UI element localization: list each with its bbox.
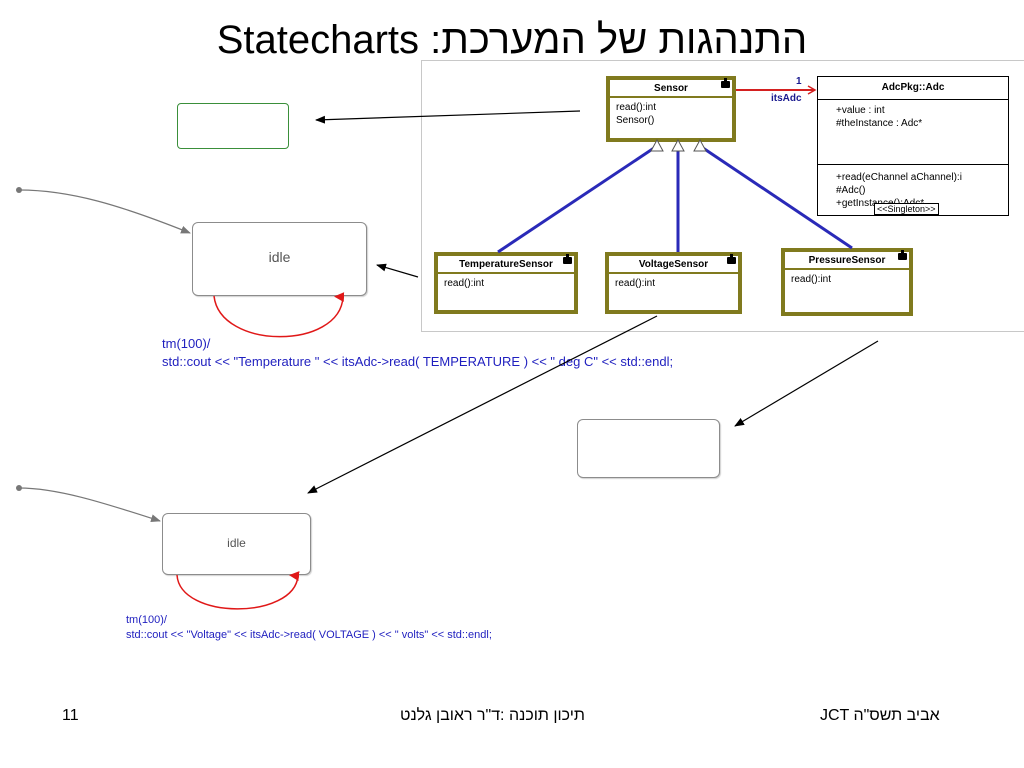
placeholder-box-green — [177, 103, 289, 149]
adc-class-name: AdcPkg::Adc — [818, 77, 1008, 100]
footer-institution: JCT אביב תשס"ה — [820, 707, 940, 724]
association-role: itsAdc — [771, 93, 802, 104]
class-icon — [898, 250, 907, 260]
class-icon — [721, 78, 730, 88]
attribute: #theInstance : Adc* — [836, 118, 923, 129]
state-label: idle — [227, 536, 246, 550]
initial-pseudostate-bottom — [16, 485, 22, 491]
singleton-stereotype: <<Singleton>> — [874, 203, 939, 215]
pressure-sensor-operations: read():int — [785, 270, 909, 289]
pointer-arrow-pressure — [734, 340, 879, 427]
self-transition-bottom — [176, 571, 300, 610]
initial-pseudostate-top — [16, 187, 22, 193]
adc-attributes: +value : int #theInstance : Adc* — [818, 100, 1008, 165]
voltage-transition-action: std::cout << "Voltage" << itsAdc->read( … — [126, 629, 492, 641]
temperature-sensor-class-title: TemperatureSensor — [459, 259, 553, 270]
idle-state-temperature[interactable]: idle — [192, 222, 367, 296]
temperature-sensor-class[interactable]: TemperatureSensor read():int — [434, 252, 578, 314]
page-number: 11 — [62, 707, 79, 724]
pressure-sensor-class-title: PressureSensor — [808, 255, 886, 266]
operation: read():int — [791, 274, 832, 285]
placeholder-box-gray — [577, 419, 720, 478]
temperature-transition-trigger: tm(100)/ — [162, 336, 211, 351]
slide-title: התנהגות של המערכת: Statecharts — [216, 18, 808, 62]
state-label: idle — [268, 249, 291, 265]
operation: Sensor() — [616, 115, 655, 126]
association-multiplicity: 1 — [796, 76, 802, 87]
default-transition-bottom — [18, 487, 161, 523]
operation: read():int — [444, 278, 485, 289]
attribute: +value : int — [836, 105, 885, 116]
sensor-class-name: Sensor — [610, 78, 732, 98]
adc-class[interactable]: AdcPkg::Adc +value : int #theInstance : … — [817, 76, 1009, 216]
temperature-sensor-class-name: TemperatureSensor — [438, 254, 574, 274]
self-transition-top — [213, 292, 345, 338]
voltage-sensor-class-name: VoltageSensor — [609, 254, 738, 274]
pressure-sensor-class[interactable]: PressureSensor read():int — [781, 248, 913, 316]
idle-state-voltage[interactable]: idle — [162, 513, 311, 575]
sensor-class-title: Sensor — [654, 83, 688, 94]
operation: #Adc() — [836, 185, 866, 196]
voltage-sensor-operations: read():int — [609, 274, 738, 293]
voltage-sensor-class[interactable]: VoltageSensor read():int — [605, 252, 742, 314]
operation: read():int — [615, 278, 656, 289]
class-icon — [563, 254, 572, 264]
voltage-transition-trigger: tm(100)/ — [126, 614, 167, 626]
pointer-arrow-temperature — [376, 263, 419, 278]
footer-course: תיכון תוכנה :ד"ר ראובן גלנט — [400, 707, 585, 724]
class-icon — [727, 254, 736, 264]
default-transition-top — [18, 189, 191, 234]
sensor-class[interactable]: Sensor read():int Sensor() — [606, 76, 736, 142]
operation: +read(eChannel aChannel):i — [836, 172, 962, 183]
voltage-sensor-class-title: VoltageSensor — [638, 259, 709, 270]
pressure-sensor-class-name: PressureSensor — [785, 250, 909, 270]
sensor-operations: read():int Sensor() — [610, 98, 732, 130]
temperature-transition-action: std::cout << "Temperature " << itsAdc->r… — [162, 354, 674, 369]
temperature-sensor-operations: read():int — [438, 274, 574, 293]
operation: read():int — [616, 102, 657, 113]
